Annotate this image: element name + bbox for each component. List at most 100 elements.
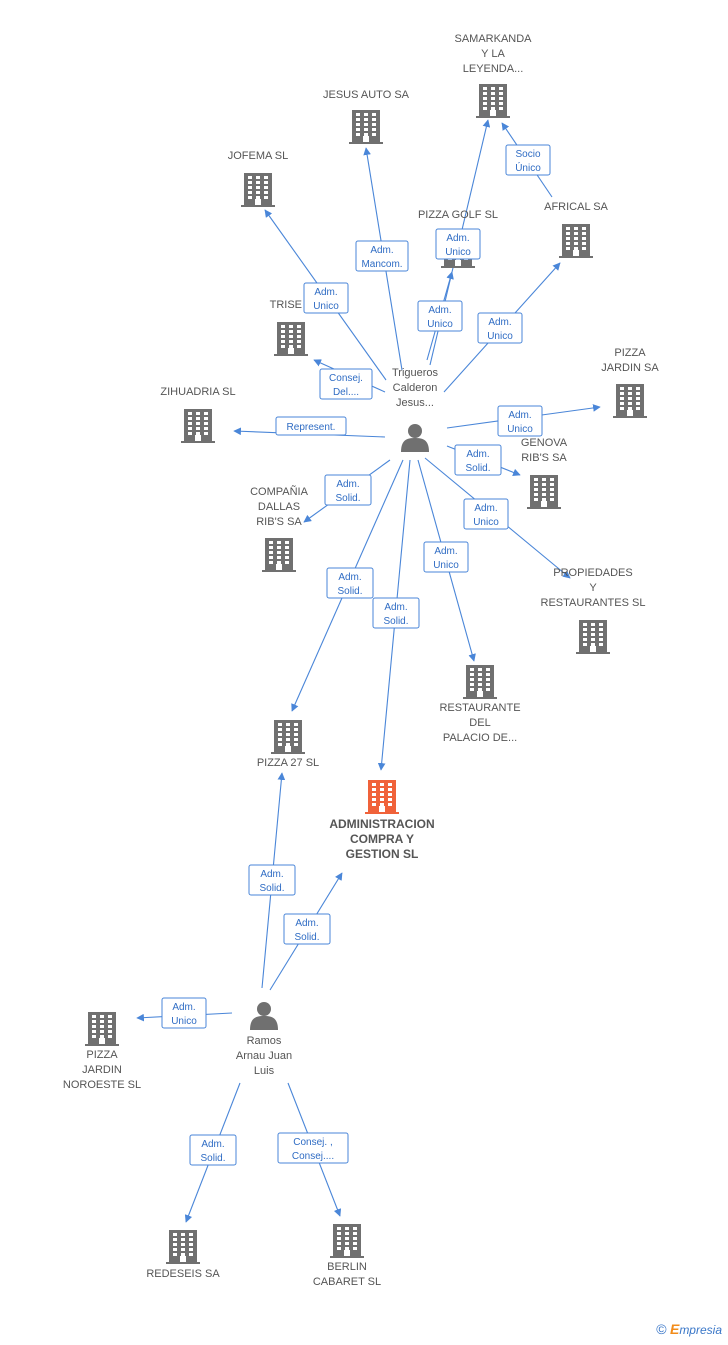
node-label: Ramos bbox=[247, 1035, 282, 1047]
node-label: Trigueros bbox=[392, 367, 439, 379]
node-label: COMPRA Y bbox=[350, 832, 414, 846]
building-icon bbox=[527, 475, 561, 509]
edge-label-trigueros-to-samarkanda[interactable]: Adm.Unico bbox=[435, 228, 481, 260]
node-redeseis[interactable]: REDESEIS SA bbox=[146, 1230, 220, 1280]
edge-label-text: Solid. bbox=[294, 932, 319, 943]
node-label: RESTAURANTES SL bbox=[541, 597, 646, 609]
empresia-logo[interactable]: © Empresia bbox=[656, 1321, 722, 1337]
edge-label-text: Unico bbox=[473, 517, 499, 528]
edge-label-text: Consej. bbox=[329, 373, 363, 384]
edge-label-trigueros-to-dallas[interactable]: Adm. Solid. bbox=[324, 474, 372, 506]
building-icon bbox=[330, 1224, 364, 1258]
building-icon bbox=[274, 322, 308, 356]
edge-label-trigueros-to-propiedades[interactable]: Adm.Unico bbox=[463, 498, 509, 530]
node-label: JARDIN bbox=[82, 1064, 122, 1076]
node-africal[interactable]: AFRICAL SA bbox=[544, 201, 609, 258]
node-label: GESTION SL bbox=[346, 847, 419, 861]
node-label: Y bbox=[589, 582, 597, 594]
node-label: PALACIO DE... bbox=[443, 732, 517, 744]
node-label: LEYENDA... bbox=[463, 63, 524, 75]
edge-label-trigueros-to-jofema[interactable]: Adm.Unico bbox=[303, 282, 349, 314]
building-icon bbox=[559, 224, 593, 258]
edge-label-ramos-to-redeseis[interactable]: Adm.Solid. bbox=[189, 1134, 237, 1166]
building-icon bbox=[476, 84, 510, 118]
node-label: DALLAS bbox=[258, 501, 300, 513]
edge-label-ramos-to-berlin[interactable]: Consej. ,Consej.... bbox=[277, 1132, 349, 1164]
edge-label-text: Adm. bbox=[336, 479, 359, 490]
edge-label-trigueros-to-restaurante[interactable]: Adm.Unico bbox=[423, 541, 469, 573]
node-label: Arnau Juan bbox=[236, 1050, 292, 1062]
node-label: AFRICAL SA bbox=[544, 201, 608, 213]
nodes-layer: SAMARKANDA Y LA LEYENDA... JESUS AUTO SA JOF… bbox=[63, 33, 660, 1288]
edge-label-trigueros-to-jesus_auto[interactable]: Adm.Mancom. bbox=[355, 240, 409, 272]
building-icon bbox=[166, 1230, 200, 1264]
edge-label-trigueros-to-pizza27[interactable]: Adm.Solid. bbox=[326, 567, 374, 599]
building-icon bbox=[365, 780, 399, 814]
edge-label-trigueros-to-pizza_jardin[interactable]: Adm.Unico bbox=[497, 405, 543, 437]
building-icon bbox=[181, 409, 215, 443]
brand-initial: E bbox=[669, 1321, 680, 1337]
edge-label-trigueros-to-zihuadria[interactable]: Represent. bbox=[275, 416, 347, 436]
node-jesus_auto[interactable]: JESUS AUTO SA bbox=[323, 89, 410, 144]
building-icon bbox=[241, 173, 275, 207]
edge-label-text: Adm. bbox=[428, 305, 451, 316]
node-label: RIB'S SA bbox=[521, 452, 567, 464]
edge-label-text: Unico bbox=[487, 331, 513, 342]
edge-label-text: Adm. bbox=[260, 869, 283, 880]
edge-label-text: Adm. bbox=[370, 245, 393, 256]
edge-label-trigueros-to-pizza_golf[interactable]: Adm.Unico bbox=[417, 300, 463, 332]
node-label: Jesus... bbox=[396, 397, 434, 409]
edge-label-text: Único bbox=[515, 161, 541, 174]
edge-label-ramos-to-jardin_noroeste[interactable]: Adm.Unico bbox=[161, 997, 207, 1029]
edge-label-trigueros-to-admin[interactable]: Adm. Solid. bbox=[372, 597, 420, 629]
edge-label-ramos-to-pizza27[interactable]: Adm.Solid. bbox=[248, 864, 296, 896]
node-zihuadria[interactable]: ZIHUADRIA SL bbox=[160, 386, 236, 443]
edge-label-trigueros-to-africal[interactable]: Adm. Unico bbox=[477, 312, 523, 344]
edge-label-text: Socio bbox=[515, 149, 540, 160]
building-icon bbox=[85, 1012, 119, 1046]
edge-label-ramos-to-admin[interactable]: Adm. Solid. bbox=[283, 913, 331, 945]
node-genova[interactable]: GENOVA RIB'S SA bbox=[521, 437, 568, 509]
edge-label-text: Unico bbox=[433, 560, 459, 571]
node-label: SAMARKANDA bbox=[454, 33, 532, 45]
node-label: PIZZA bbox=[614, 347, 646, 359]
node-label: PIZZA 27 SL bbox=[257, 757, 319, 769]
node-label: GENOVA bbox=[521, 437, 568, 449]
edge-label-text: Solid. bbox=[337, 586, 362, 597]
node-label: RIB'S SA bbox=[256, 516, 302, 528]
node-trigueros[interactable]: TriguerosCalderonJesus... bbox=[392, 367, 439, 452]
person-icon bbox=[401, 424, 429, 452]
edge-label-text: Consej.... bbox=[292, 1151, 334, 1162]
building-icon bbox=[349, 110, 383, 144]
node-trise[interactable]: TRISE S bbox=[270, 299, 313, 356]
node-label: CABARET SL bbox=[313, 1276, 381, 1288]
building-icon bbox=[262, 538, 296, 572]
edge-label-text: Adm. bbox=[172, 1002, 195, 1013]
edge-label-text: Adm. bbox=[508, 410, 531, 421]
edge-label-trigueros-to-genova[interactable]: Adm.Solid. bbox=[454, 444, 502, 476]
node-label: JESUS AUTO SA bbox=[323, 89, 410, 101]
edge-label-text: Adm. bbox=[488, 317, 511, 328]
node-label: Y LA bbox=[481, 48, 505, 60]
node-samarkanda[interactable]: SAMARKANDA Y LA LEYENDA... bbox=[454, 33, 532, 118]
node-pizza27[interactable]: PIZZA 27 SL bbox=[257, 720, 319, 769]
edge-label-text: Adm. bbox=[384, 602, 407, 613]
edge-label-text: Solid. bbox=[335, 493, 360, 504]
node-jofema[interactable]: JOFEMA SL bbox=[228, 150, 289, 207]
edge-label-trigueros-to-trise[interactable]: Consej.Del.... bbox=[319, 368, 373, 400]
edge-label-text: Adm. bbox=[295, 918, 318, 929]
copyright-symbol: © bbox=[656, 1321, 667, 1337]
node-label: ADMINISTRACION bbox=[329, 817, 434, 831]
edge-label-text: Solid. bbox=[200, 1153, 225, 1164]
edge-label-text: Solid. bbox=[383, 616, 408, 627]
